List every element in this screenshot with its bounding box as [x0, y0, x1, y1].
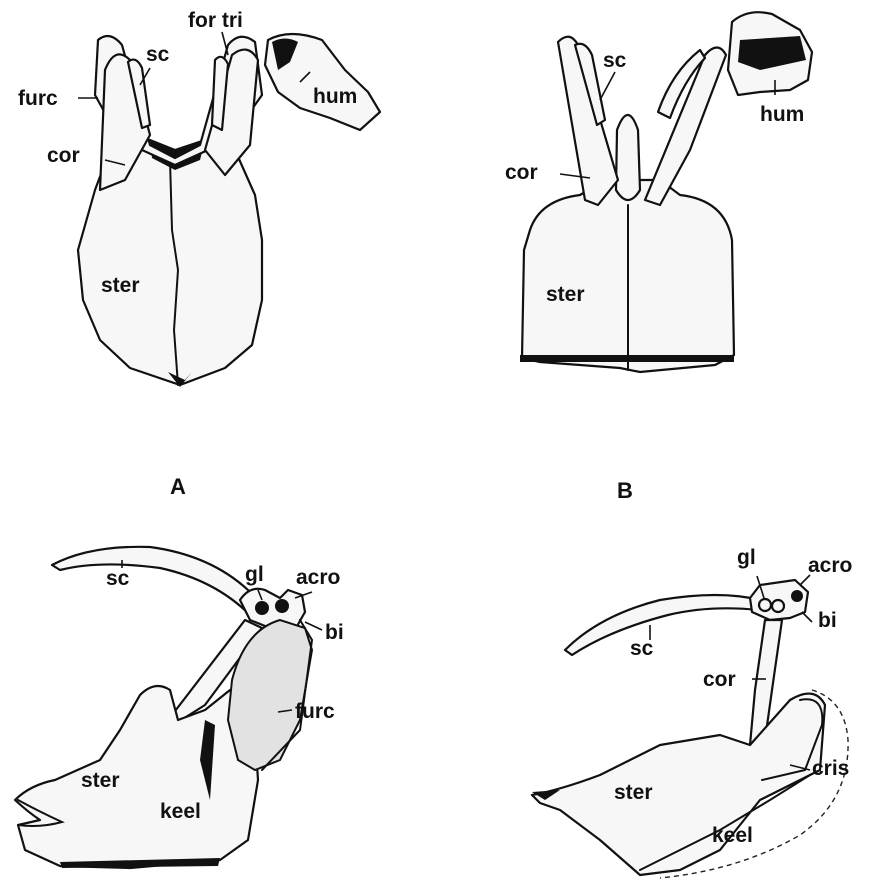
panel-c-acrocoracoid — [275, 599, 289, 613]
label-b-cor: cor — [505, 162, 538, 183]
label-a-for-tri: for tri — [188, 10, 243, 31]
panel-letter-b: B — [617, 480, 633, 502]
panel-b-keel-tip — [616, 115, 640, 200]
leader-c-bi — [305, 622, 322, 630]
label-c-acro: acro — [296, 567, 340, 588]
label-d-ster: ster — [614, 782, 653, 803]
label-d-acro: acro — [808, 555, 852, 576]
label-a-sc: sc — [146, 44, 169, 65]
label-c-sc: sc — [106, 568, 129, 589]
label-c-gl: gl — [245, 564, 264, 585]
label-a-furc: furc — [18, 88, 58, 109]
label-c-furc: furc — [295, 701, 335, 722]
panel-c-sternum — [15, 686, 258, 868]
label-b-sc: sc — [603, 50, 626, 71]
panel-letter-a: A — [170, 476, 186, 498]
label-a-hum: hum — [313, 86, 357, 107]
label-d-sc: sc — [630, 638, 653, 659]
panel-c-scapula — [52, 547, 262, 615]
label-b-ster: ster — [546, 284, 585, 305]
label-d-cris: cris — [812, 758, 849, 779]
label-c-ster: ster — [81, 770, 120, 791]
leader-d-bi — [802, 612, 812, 622]
label-d-bi: bi — [818, 610, 837, 631]
panel-d-sternum — [532, 694, 825, 875]
label-b-hum: hum — [760, 104, 804, 125]
leader-lines — [78, 32, 812, 770]
panel-d-scapula — [565, 595, 760, 655]
label-c-bi: bi — [325, 622, 344, 643]
panel-b-sternum-base — [520, 355, 734, 362]
leader-a-for-tri — [222, 32, 228, 55]
panel-d-acrocoracoid — [772, 600, 784, 612]
label-c-keel: keel — [160, 801, 201, 822]
label-a-cor: cor — [47, 145, 80, 166]
panel-c-glenoid — [255, 601, 269, 615]
leader-b-sc — [600, 72, 615, 100]
label-d-cor: cor — [703, 669, 736, 690]
panel-d-biceps-tubercle — [791, 590, 803, 602]
label-a-ster: ster — [101, 275, 140, 296]
panel-d-glenoid — [759, 599, 771, 611]
panel-b-drawing — [520, 12, 812, 372]
label-d-gl: gl — [737, 547, 756, 568]
label-d-keel: keel — [712, 825, 753, 846]
panel-d-drawing — [532, 580, 848, 878]
